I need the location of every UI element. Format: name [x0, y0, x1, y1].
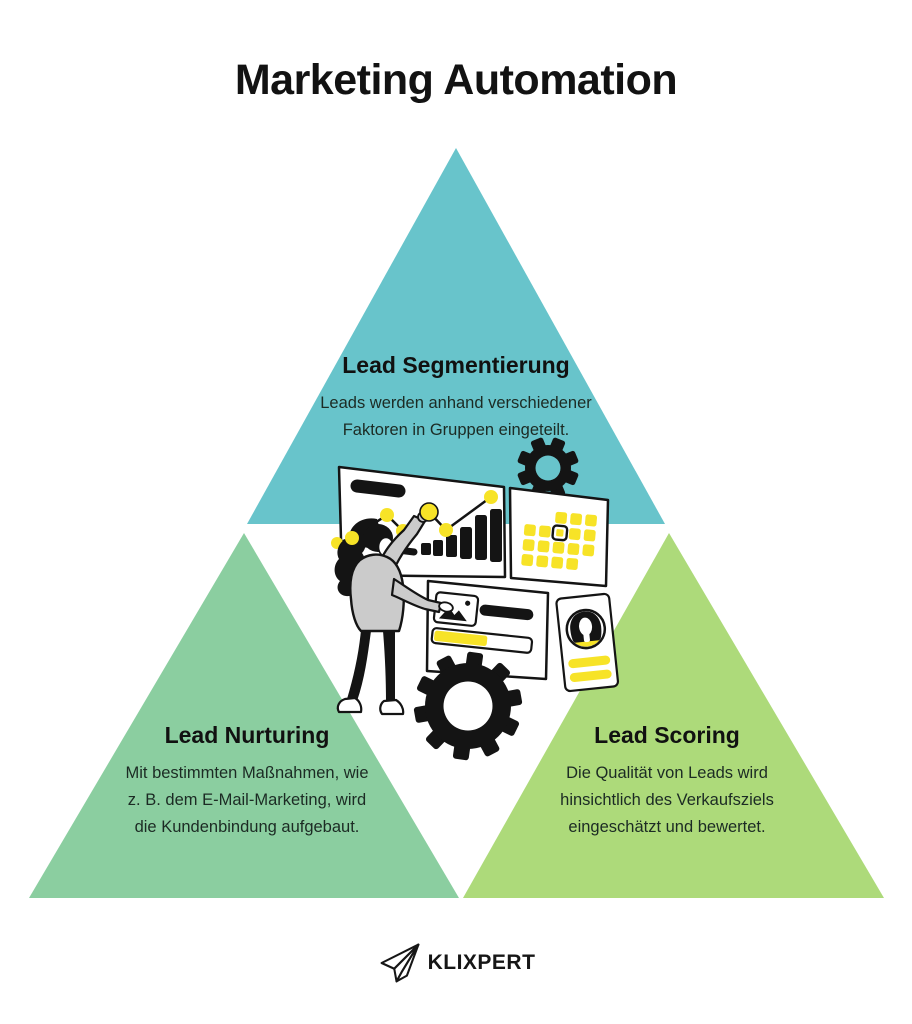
- profile-card-icon: [555, 592, 620, 693]
- hand: [438, 601, 454, 613]
- section-lead-nurturing: Lead Nurturing Mit bestimmten Maßnahmen,…: [92, 722, 402, 841]
- section-heading: Lead Segmentierung: [342, 352, 570, 378]
- section-lead-segmentierung: Lead Segmentierung Leads werden anhand v…: [256, 352, 656, 444]
- page-title: Marketing Automation: [234, 56, 678, 104]
- panel-title-bar: [350, 479, 406, 498]
- sun-dot-icon: [465, 600, 471, 606]
- section-body: Leads werden anhand verschiedener Faktor…: [320, 394, 592, 439]
- section-lead-scoring: Lead Scoring Die Qualität von Leads wird…: [512, 722, 822, 841]
- leg-left: [347, 630, 371, 701]
- person-illustration: [334, 502, 454, 716]
- progress-bar-fill: [434, 630, 488, 647]
- section-heading: Lead Nurturing: [164, 722, 330, 748]
- brand-name: KLIXPERT: [427, 951, 536, 974]
- paper-plane-icon: [380, 943, 420, 983]
- big-gear-icon: [413, 651, 523, 761]
- brand-logo: KLIXPERT: [0, 936, 912, 990]
- section-body: Die Qualität von Leads wird hinsichtlich…: [560, 764, 774, 836]
- section-heading: Lead Scoring: [594, 722, 740, 748]
- leg-right: [383, 631, 395, 701]
- segment-grid-icon: [521, 511, 598, 571]
- triangle-lead-segmentierung: [247, 148, 665, 524]
- hair: [334, 518, 380, 597]
- grabbed-data-point: [419, 502, 439, 522]
- text-line-bar: [479, 604, 534, 621]
- triangle-lead-scoring: [463, 533, 884, 898]
- sweater: [349, 553, 405, 633]
- extended-arm: [390, 577, 443, 614]
- mountains-icon: [438, 607, 467, 622]
- shoe-right: [379, 698, 405, 716]
- shoe-left: [336, 696, 363, 714]
- section-body: Mit bestimmten Maßnahmen, wie z. B. dem …: [125, 764, 369, 836]
- triangle-lead-nurturing: [29, 533, 459, 898]
